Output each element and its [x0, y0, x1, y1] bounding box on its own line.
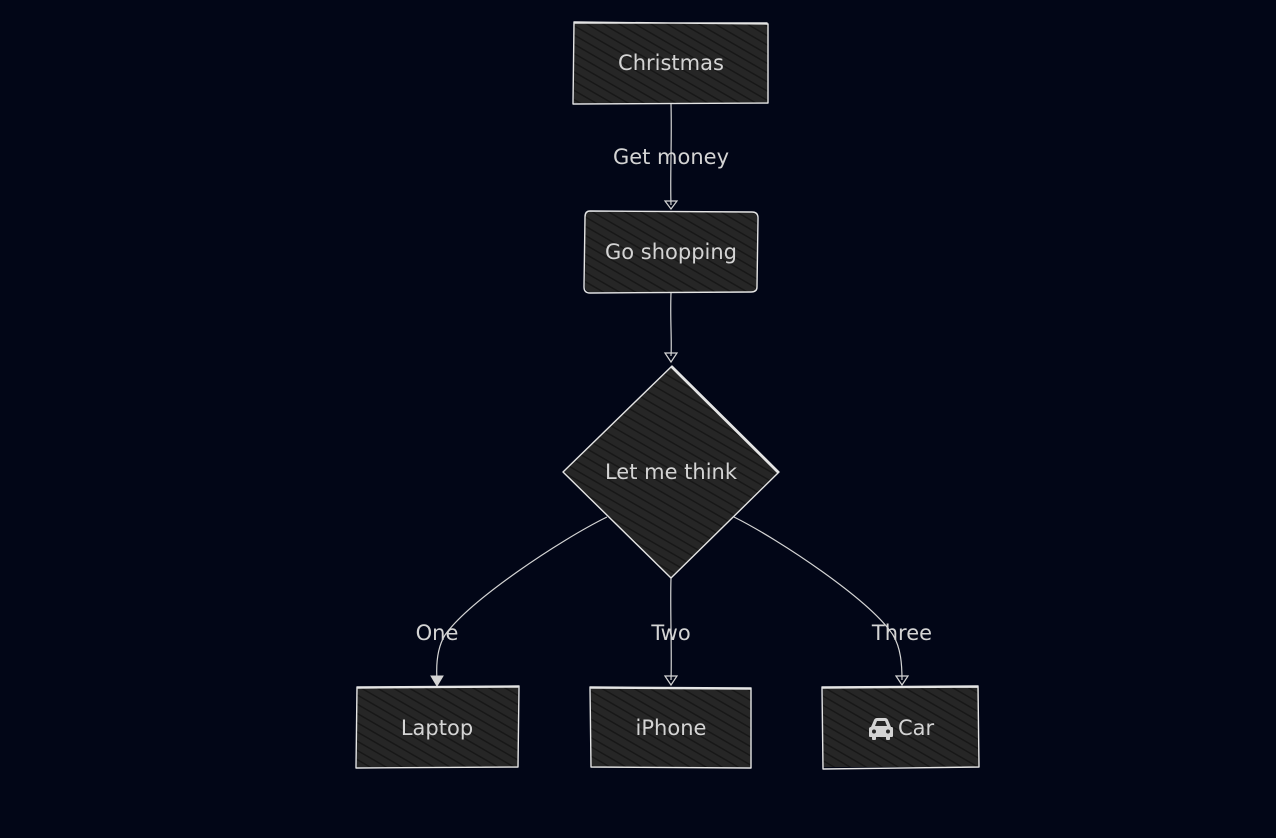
- node-let-me-think-label: Let me think: [605, 460, 738, 484]
- node-go-shopping[interactable]: Go shopping: [583, 210, 759, 294]
- node-laptop-label: Laptop: [401, 716, 473, 740]
- node-iphone[interactable]: iPhone: [589, 686, 752, 769]
- edge-shopping-to-think: [663, 292, 679, 364]
- edge-think-to-iphone: [663, 577, 679, 687]
- node-christmas-label: Christmas: [618, 51, 724, 75]
- node-car-label: Car: [898, 716, 935, 740]
- edge-think-to-car: [733, 516, 910, 687]
- node-christmas[interactable]: Christmas: [572, 21, 769, 105]
- edge-think-to-laptop: [430, 516, 608, 687]
- edge-label-two: Two: [650, 621, 690, 645]
- node-go-shopping-label: Go shopping: [605, 240, 737, 264]
- node-let-me-think[interactable]: Let me think: [562, 365, 780, 579]
- node-car[interactable]: Car: [821, 685, 980, 770]
- edge-label-three: Three: [871, 621, 932, 645]
- node-laptop[interactable]: Laptop: [355, 685, 520, 769]
- edge-christmas-to-shopping: [663, 103, 679, 210]
- edge-label-get-money: Get money: [613, 145, 729, 169]
- edge-label-one: One: [416, 621, 459, 645]
- node-iphone-label: iPhone: [636, 716, 707, 740]
- car-icon: [869, 718, 893, 740]
